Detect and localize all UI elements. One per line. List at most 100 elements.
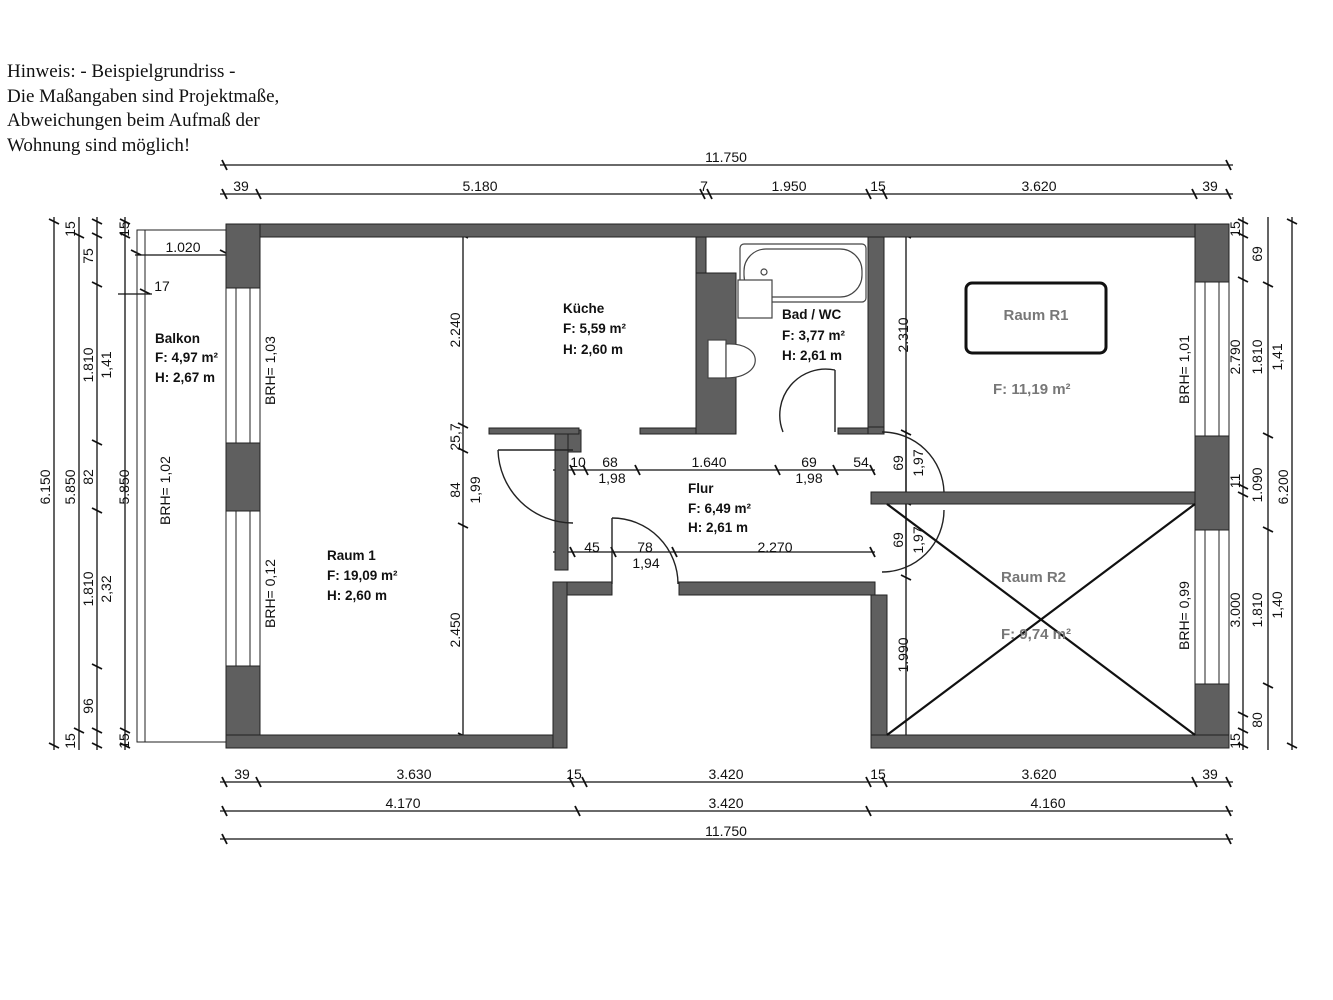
dim-label: 39 [1202, 766, 1218, 782]
dim-label: 1,99 [467, 476, 483, 503]
dim-label: 2.240 [447, 312, 463, 347]
dim-label: 1.810 [80, 571, 96, 606]
dim-label: 15 [62, 733, 78, 749]
brh-labels: BRH= 1,03 BRH= 0,12 BRH= 1,02 BRH= 1,01 … [157, 335, 1192, 650]
dim-label: 1,41 [98, 351, 114, 378]
note-line: Abweichungen beim Aufmaß der [7, 110, 260, 131]
dim-label: 7 [700, 178, 708, 194]
dim-label: 96 [80, 698, 96, 714]
dim-label: 80 [1249, 712, 1265, 728]
dim-label: 84 [447, 482, 463, 498]
dim-label: 1.640 [691, 454, 726, 470]
dim-label: 3.420 [708, 766, 743, 782]
raum1-area: F: 19,09 m² [327, 568, 398, 583]
note-line: Die Maßangaben sind Projektmaße, [7, 85, 280, 107]
dim-label: 25,7 [447, 423, 463, 450]
dim-label: 82 [80, 469, 96, 485]
dim-label: 15 [870, 766, 886, 782]
dim-label: 1.020 [165, 239, 200, 255]
flur-name: Flur [688, 481, 714, 496]
raum1-height: H: 2,60 m [327, 588, 387, 603]
dim-label: 15 [566, 766, 582, 782]
dim-label: 2.450 [447, 612, 463, 647]
dim-label: 15 [870, 178, 886, 194]
dim-label: 69 [1249, 246, 1265, 262]
dim-label: 2.790 [1227, 339, 1243, 374]
dim-label: 15 [1227, 221, 1243, 237]
r1-area: F: 11,19 m² [993, 381, 1071, 398]
brh-balkon: BRH= 1,02 [157, 456, 173, 525]
walls [225, 223, 1230, 749]
brh-window-1: BRH= 1,03 [262, 336, 278, 405]
brh-window-2: BRH= 0,12 [262, 559, 278, 628]
r2-cross [886, 503, 1196, 736]
dim-label: 3.620 [1021, 178, 1056, 194]
flur-height: H: 2,61 m [688, 520, 748, 535]
dim-label: 39 [234, 766, 250, 782]
r2-name: Raum R2 [1001, 569, 1066, 586]
balkon-name: Balkon [155, 331, 200, 346]
flur-area: F: 6,49 m² [688, 501, 752, 516]
dim-label: 1.810 [1249, 339, 1265, 374]
door-swings [497, 368, 945, 585]
dim-label: 1,94 [632, 555, 659, 571]
dim-label: 1.950 [771, 178, 806, 194]
dimension-lines [53, 164, 1293, 840]
dim-label: 3.620 [1021, 766, 1056, 782]
toilet-fixture [707, 279, 773, 379]
dim-label: 78 [637, 539, 653, 555]
dim-left-total: 6.150 [37, 469, 53, 504]
room-labels: Raum 1 F: 19,09 m² H: 2,60 m Küche F: 5,… [155, 301, 1071, 643]
windows [225, 281, 1230, 685]
dim-label: 15 [116, 733, 132, 749]
dim-label: 11 [1227, 474, 1243, 489]
dim-label: 39 [1202, 178, 1218, 194]
dim-label: 1,97 [910, 449, 926, 476]
dim-top-total: 11.750 [705, 149, 747, 165]
dim-label: 1.090 [1249, 467, 1265, 502]
plan-note: Hinweis: - Beispielgrundriss - Die Maßan… [7, 60, 279, 158]
dim-label: 3.420 [708, 795, 743, 811]
dim-label: 15 [1227, 733, 1243, 749]
dim-label: 69 [890, 532, 906, 548]
dim-label: 1.810 [1249, 592, 1265, 627]
dim-label: 1.810 [80, 347, 96, 382]
r2-area: F: 9,74 m² [1001, 626, 1071, 643]
dim-left-a: 5.850 [62, 469, 78, 504]
bad-area: F: 3,77 m² [782, 328, 846, 343]
balkon-area: F: 4,97 m² [155, 350, 219, 365]
dim-label: 1,98 [598, 470, 625, 486]
dim-label: 75 [80, 248, 96, 264]
dim-bottom-total: 11.750 [705, 823, 747, 839]
dim-label: 5.850 [116, 469, 132, 504]
dim-label: 10 [570, 454, 586, 470]
dim-label: 17 [154, 278, 170, 294]
raum1-name: Raum 1 [327, 548, 376, 563]
dim-label: 2,32 [98, 575, 114, 602]
balcony-outline [136, 229, 227, 743]
dim-label: 1,40 [1269, 591, 1285, 618]
dimension-ticks [48, 159, 1298, 845]
brh-r2: BRH= 0,99 [1176, 581, 1192, 650]
dim-label: 45 [584, 539, 600, 555]
note-line: Wohnung sind möglich! [7, 134, 191, 156]
dim-right-total: 6.200 [1275, 469, 1291, 504]
dim-label: 15 [116, 221, 132, 237]
dim-label: 68 [602, 454, 618, 470]
dim-label: 4.170 [385, 795, 420, 811]
dim-label: 5.180 [462, 178, 497, 194]
r1-name: Raum R1 [1003, 307, 1068, 324]
balkon-height: H: 2,67 m [155, 370, 215, 385]
kueche-area: F: 5,59 m² [563, 321, 627, 336]
bad-height: H: 2,61 m [782, 348, 842, 363]
dim-label: 1.990 [895, 637, 911, 672]
dim-label: 3.630 [396, 766, 431, 782]
dim-label: 69 [801, 454, 817, 470]
brh-r1: BRH= 1,01 [1176, 335, 1192, 404]
dim-label: 69 [890, 455, 906, 471]
note-line: Hinweis: - Beispielgrundriss - [7, 61, 236, 82]
dim-label: 1,98 [795, 470, 822, 486]
bad-name: Bad / WC [782, 307, 841, 322]
dim-label: 15 [62, 221, 78, 237]
